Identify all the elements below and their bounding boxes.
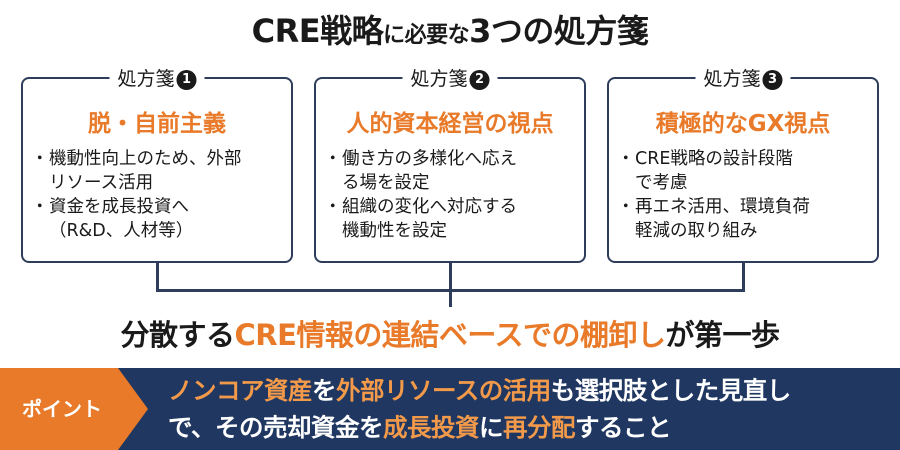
bullet-list-3: CRE戦略の設計段階 で考慮 再エネ活用、環境負荷 軽減の取り組み xyxy=(617,147,869,243)
bullet-line: 組織の変化へ対応する xyxy=(342,197,517,217)
bullet-line: 再エネ活用、環境負荷 xyxy=(635,197,810,217)
bullet-line: CRE戦略の設計段階 xyxy=(635,149,793,169)
connector-horizontal xyxy=(156,289,745,292)
bullet-item: 資金を成長投資へ （R&D、人材等） xyxy=(31,195,283,243)
number-badge-icon: 3 xyxy=(762,70,783,90)
box-label-text: 処方箋 xyxy=(410,68,468,90)
bullet-list-2: 働き方の多様化へ応え る場を設定 組織の変化へ対応する 機動性を設定 xyxy=(324,147,576,243)
point-line-1: ノンコア資産を外部リソースの活用も選択肢とした見直し xyxy=(168,372,892,409)
box-label-text: 処方箋 xyxy=(117,68,175,90)
bullet-item: 働き方の多様化へ応え る場を設定 xyxy=(324,147,576,195)
point-highlight: 成長投資 xyxy=(383,413,480,442)
box-heading-2: 人的資本経営の視点 xyxy=(346,111,554,137)
number-badge-icon: 1 xyxy=(176,70,197,90)
title-part2: に必要な xyxy=(383,23,470,48)
diagram-title: CRE戦略に必要な3つの処方箋 xyxy=(0,6,900,52)
bullet-line: （R&D、人材等） xyxy=(49,221,194,241)
bullet-line: 働き方の多様化へ応え xyxy=(342,149,517,169)
bullet-item: 再エネ活用、環境負荷 軽減の取り組み xyxy=(617,195,869,243)
point-line-2: で、その売却資金を成長投資に再分配すること xyxy=(168,409,892,446)
first-step-statement: 分散するCRE情報の連結ベースでの棚卸しが第一歩 xyxy=(0,312,900,354)
number-badge-icon: 2 xyxy=(469,70,490,90)
point-highlight: 再分配 xyxy=(503,413,576,442)
point-tag-label: ポイント xyxy=(22,397,102,421)
point-tag-background xyxy=(0,368,118,450)
bullet-line: 機動性向上のため、外部 xyxy=(49,149,242,169)
point-text-segment: を xyxy=(312,376,337,405)
bullet-list-1: 機動性向上のため、外部 リソース活用 資金を成長投資へ （R&D、人材等） xyxy=(31,147,283,243)
point-highlight: ノンコア資産 xyxy=(168,376,313,405)
connector-left-vertical xyxy=(156,263,159,291)
bullet-line: る場を設定 xyxy=(342,173,430,193)
point-text: ノンコア資産を外部リソースの活用も選択肢とした見直し で、その売却資金を成長投資… xyxy=(168,372,892,446)
connector-center-vertical xyxy=(449,263,452,307)
connector-right-vertical xyxy=(742,263,745,291)
point-text-segment: すること xyxy=(575,413,672,442)
title-part1: CRE戦略 xyxy=(251,12,384,50)
statement-part1: 分散する xyxy=(120,318,235,352)
bullet-line: リソース活用 xyxy=(49,173,154,193)
bullet-item: 組織の変化へ対応する 機動性を設定 xyxy=(324,195,576,243)
point-text-segment: も選択肢とした見直し xyxy=(550,376,792,405)
statement-part3: が第一歩 xyxy=(665,318,780,352)
bullet-line: 軽減の取り組み xyxy=(635,221,758,241)
bullet-item: 機動性向上のため、外部 リソース活用 xyxy=(31,147,283,195)
bullet-line: 機動性を設定 xyxy=(342,221,447,241)
point-text-segment: に xyxy=(479,413,504,442)
box-heading-3: 積極的なGX視点 xyxy=(655,111,831,137)
point-text-segment: で、その売却資金を xyxy=(168,413,384,442)
statement-highlight: CRE情報の連結ベースでの棚卸し xyxy=(234,318,666,352)
point-banner: ポイント ノンコア資産を外部リソースの活用も選択肢とした見直し で、その売却資金… xyxy=(0,368,900,450)
point-highlight: 外部リソースの活用 xyxy=(336,376,551,405)
box-heading-1: 脱・自前主義 xyxy=(88,111,226,137)
bullet-item: CRE戦略の設計段階 で考慮 xyxy=(617,147,869,195)
bullet-line: 資金を成長投資へ xyxy=(49,197,189,217)
bullet-line: で考慮 xyxy=(635,173,688,193)
title-part3: 3つの処方箋 xyxy=(469,12,649,50)
arrow-icon xyxy=(118,368,148,450)
box-label-text: 処方箋 xyxy=(703,68,761,90)
